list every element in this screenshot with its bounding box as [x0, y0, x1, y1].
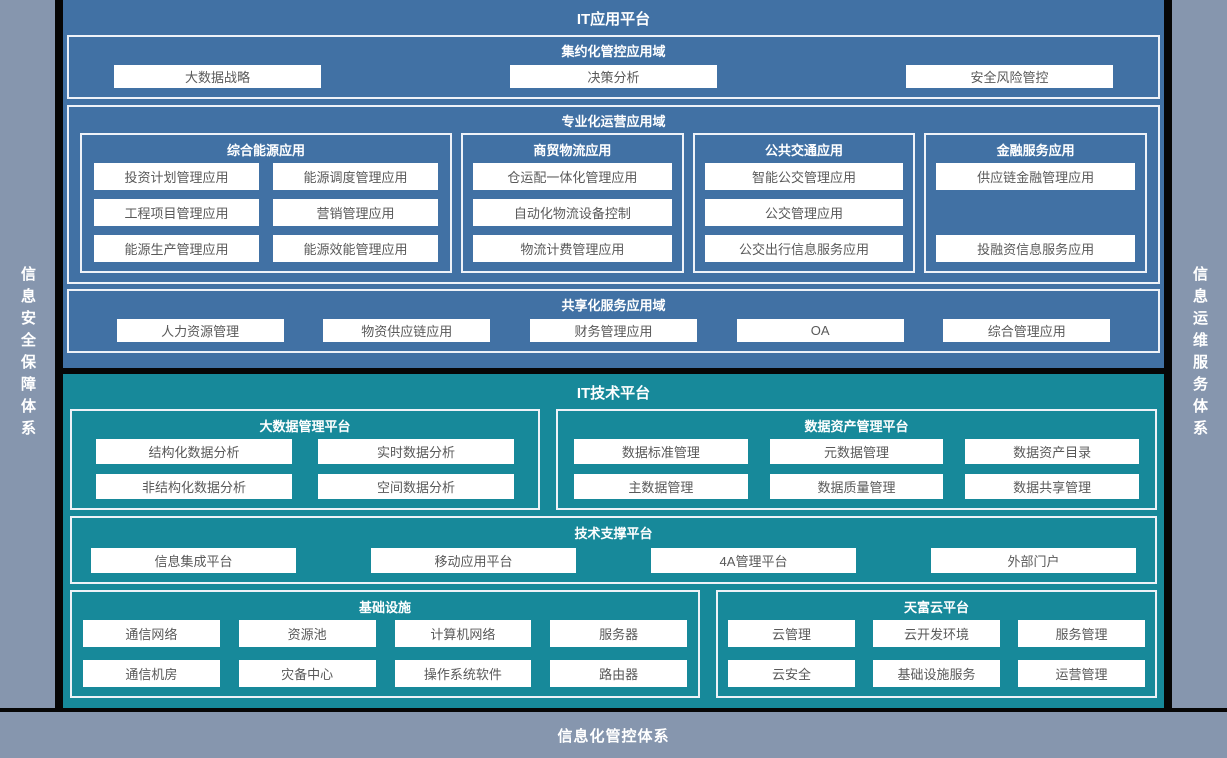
group-items-grid: 投资计划管理应用 能源调度管理应用 工程项目管理应用 营销管理应用 能源生产管理…	[82, 163, 450, 262]
it-app-platform-title: IT应用平台	[576, 11, 651, 28]
group-title: 大数据管理平台	[259, 419, 351, 434]
group-items-grid: 数据标准管理 元数据管理 数据资产目录 主数据管理 数据质量管理 数据共享管理	[558, 439, 1155, 499]
module-box: 数据资产目录	[965, 439, 1139, 464]
domain-title: 专业化运营应用域	[561, 114, 666, 129]
module-box: 外部门户	[931, 548, 1136, 573]
module-box: 云管理	[728, 620, 855, 647]
module-box: 物资供应链应用	[323, 319, 491, 342]
domain-items-row: 大数据战略 决策分析 安全风险管控	[69, 63, 1158, 97]
tech-row-3: 基础设施 通信网络 资源池 计算机网络 服务器 通信机房 灾备中心 操作系统软件…	[70, 590, 1157, 698]
module-box: 主数据管理	[574, 474, 748, 499]
module-box: 云开发环境	[873, 620, 1000, 647]
group-title: 天富云平台	[903, 600, 969, 615]
module-box: 资源池	[238, 620, 376, 647]
module-box: 通信网络	[83, 620, 220, 647]
module-box: 自动化物流设备控制	[473, 199, 672, 226]
module-box: 操作系统软件	[394, 660, 532, 687]
group-title: 公共交通应用	[765, 143, 844, 158]
module-box: 空间数据分析	[318, 474, 514, 499]
module-box: 物流计费管理应用	[473, 235, 672, 262]
content-area: IT应用平台 集约化管控应用域 大数据战略 决策分析 安全风险管控 专业化运营应…	[63, 0, 1164, 708]
module-box: 灾备中心	[238, 660, 376, 687]
module-box: 能源生产管理应用	[94, 235, 259, 262]
group-bigdata-platform: 大数据管理平台 结构化数据分析 实时数据分析 非结构化数据分析 空间数据分析	[70, 409, 540, 510]
group-items-grid: 云管理 云开发环境 服务管理 云安全 基础设施服务 运营管理	[718, 620, 1155, 687]
left-sidebar: 信息安全保障体系	[0, 0, 55, 708]
module-box: 智能公交管理应用	[704, 163, 904, 190]
group-title: 数据资产管理平台	[804, 419, 909, 434]
module-box: 路由器	[550, 660, 687, 687]
module-box: 信息集成平台	[91, 548, 296, 573]
group-title: 商贸物流应用	[533, 143, 612, 158]
main-band: 信息安全保障体系 IT应用平台 集约化管控应用域 大数据战略 决策分析 安全风险…	[0, 0, 1227, 708]
group-data-asset-platform: 数据资产管理平台 数据标准管理 元数据管理 数据资产目录 主数据管理 数据质量管…	[556, 409, 1157, 510]
module-box: 服务器	[550, 620, 687, 647]
module-box: 仓运配一体化管理应用	[473, 163, 672, 190]
group-energy: 综合能源应用 投资计划管理应用 能源调度管理应用 工程项目管理应用 营销管理应用…	[80, 133, 452, 273]
module-box: 数据质量管理	[769, 474, 944, 499]
group-public-transport: 公共交通应用 智能公交管理应用 公交管理应用 公交出行信息服务应用	[692, 133, 916, 273]
group-title: 金融服务应用	[996, 143, 1075, 158]
bottom-divider	[0, 708, 1227, 712]
bottom-bar: 信息化管控体系	[0, 712, 1227, 758]
group-infrastructure: 基础设施 通信网络 资源池 计算机网络 服务器 通信机房 灾备中心 操作系统软件…	[70, 590, 700, 698]
module-box: 服务管理	[1018, 620, 1145, 647]
tech-row-2: 技术支撑平台 信息集成平台 移动应用平台 4A管理平台 外部门户	[70, 516, 1157, 584]
module-box: 供应链金融管理应用	[936, 163, 1136, 190]
module-box: 投融资信息服务应用	[936, 235, 1136, 262]
module-box: 安全风险管控	[906, 65, 1113, 88]
module-box: 计算机网络	[394, 620, 532, 647]
bottom-bar-label: 信息化管控体系	[557, 727, 670, 745]
module-box: 云安全	[728, 660, 855, 687]
tech-row-1: 大数据管理平台 结构化数据分析 实时数据分析 非结构化数据分析 空间数据分析 数…	[70, 409, 1157, 510]
right-sidebar: 信息运维服务体系	[1172, 0, 1227, 708]
module-box: 运营管理	[1018, 660, 1145, 687]
group-title: 综合能源应用	[226, 143, 305, 158]
module-box: 营销管理应用	[273, 199, 438, 226]
domain-professional-operation: 专业化运营应用域 综合能源应用 投资计划管理应用 能源调度管理应用 工程项目管理…	[67, 105, 1160, 284]
module-box: 决策分析	[510, 65, 717, 88]
left-sidebar-label: 信息安全保障体系	[19, 266, 36, 442]
it-app-platform-panel: IT应用平台 集约化管控应用域 大数据战略 决策分析 安全风险管控 专业化运营应…	[63, 0, 1164, 368]
module-box: 大数据战略	[114, 65, 321, 88]
domain-shared-services: 共享化服务应用域 人力资源管理 物资供应链应用 财务管理应用 OA 综合管理应用	[67, 289, 1160, 353]
group-logistics: 商贸物流应用 仓运配一体化管理应用 自动化物流设备控制 物流计费管理应用	[461, 133, 684, 273]
module-box: 4A管理平台	[651, 548, 856, 573]
domain-title: 集约化管控应用域	[561, 44, 666, 59]
group-items-grid: 结构化数据分析 实时数据分析 非结构化数据分析 空间数据分析	[72, 439, 538, 499]
it-tech-platform-title: IT技术平台	[576, 385, 651, 402]
group-title: 基础设施	[358, 600, 411, 615]
group-items-grid: 通信网络 资源池 计算机网络 服务器 通信机房 灾备中心 操作系统软件 路由器	[72, 620, 698, 687]
group-tianfu-cloud-platform: 天富云平台 云管理 云开发环境 服务管理 云安全 基础设施服务 运营管理	[716, 590, 1157, 698]
module-box: 通信机房	[83, 660, 220, 687]
it-tech-platform-panel: IT技术平台 大数据管理平台 结构化数据分析 实时数据分析 非结构化数据分析 空…	[63, 374, 1164, 708]
module-box: 能源调度管理应用	[273, 163, 438, 190]
module-box: 移动应用平台	[371, 548, 576, 573]
domain-intensive-control: 集约化管控应用域 大数据战略 决策分析 安全风险管控	[67, 35, 1160, 99]
module-box: 财务管理应用	[529, 319, 697, 342]
module-box: 非结构化数据分析	[96, 474, 292, 499]
module-box: 元数据管理	[769, 439, 944, 464]
domain-groups-row: 综合能源应用 投资计划管理应用 能源调度管理应用 工程项目管理应用 营销管理应用…	[69, 133, 1158, 273]
module-box: 结构化数据分析	[96, 439, 292, 464]
domain-title: 共享化服务应用域	[561, 298, 666, 313]
module-box: 实时数据分析	[318, 439, 514, 464]
group-tech-support-platform: 技术支撑平台 信息集成平台 移动应用平台 4A管理平台 外部门户	[70, 516, 1157, 584]
module-box: 人力资源管理	[116, 319, 284, 342]
module-box: OA	[736, 319, 904, 342]
group-title: 技术支撑平台	[574, 526, 653, 541]
module-box: 数据标准管理	[574, 439, 748, 464]
module-box: 公交管理应用	[704, 199, 904, 226]
module-box: 综合管理应用	[943, 319, 1111, 342]
group-items-row: 信息集成平台 移动应用平台 4A管理平台 外部门户	[72, 546, 1155, 573]
module-box: 工程项目管理应用	[94, 199, 259, 226]
module-box: 能源效能管理应用	[273, 235, 438, 262]
module-box: 数据共享管理	[965, 474, 1139, 499]
group-finance: 金融服务应用 供应链金融管理应用 投融资信息服务应用	[924, 133, 1148, 273]
module-box: 投资计划管理应用	[94, 163, 259, 190]
module-box: 基础设施服务	[873, 660, 1000, 687]
module-box: 公交出行信息服务应用	[704, 235, 904, 262]
right-sidebar-label: 信息运维服务体系	[1191, 266, 1208, 442]
domain-items-row: 人力资源管理 物资供应链应用 财务管理应用 OA 综合管理应用	[69, 317, 1158, 342]
